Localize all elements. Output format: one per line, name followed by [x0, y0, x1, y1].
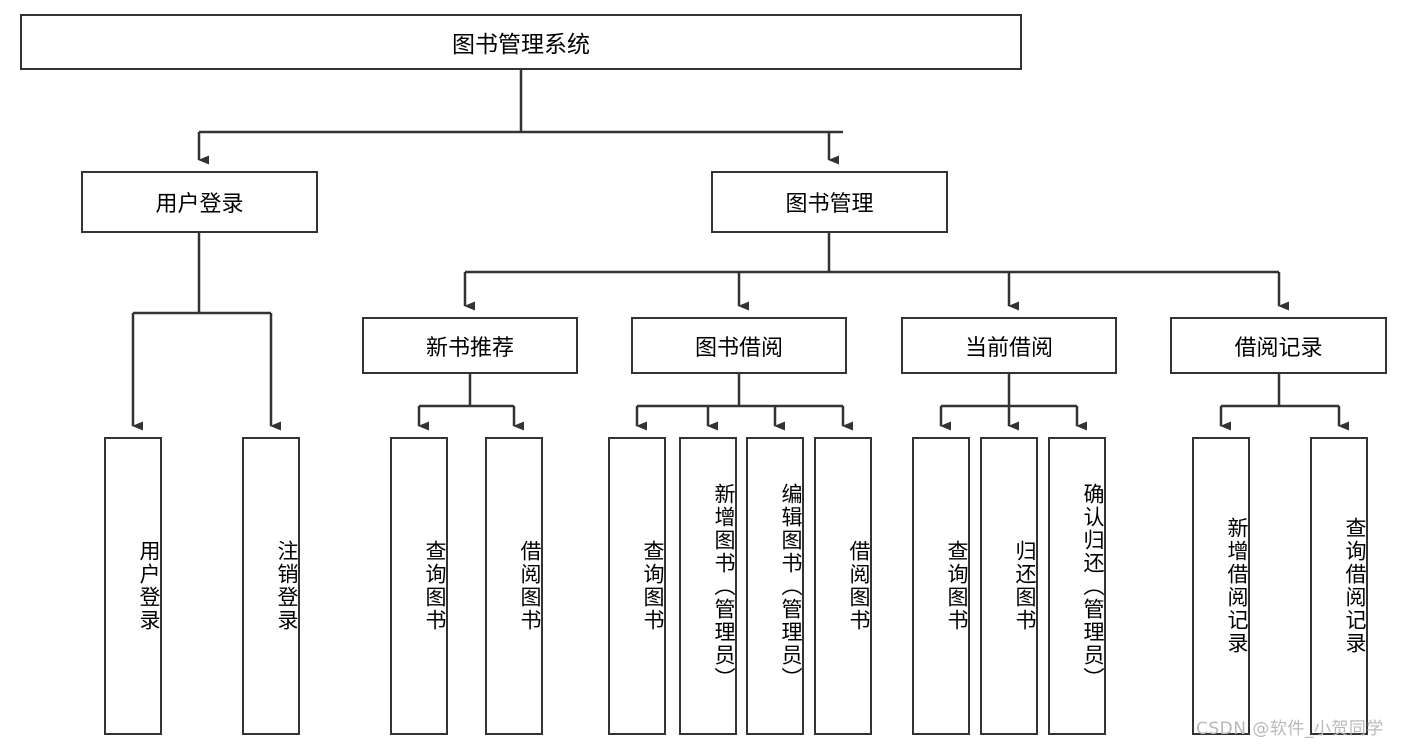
node-current-borrow[interactable]: 当前借阅 [901, 317, 1117, 374]
leaf-user-login-logout[interactable]: 注销登录 [242, 437, 300, 735]
leaf-borrow-query-book[interactable]: 查询图书 [608, 437, 666, 735]
node-borrow-record[interactable]: 借阅记录 [1170, 317, 1387, 374]
leaf-current-query-book[interactable]: 查询图书 [912, 437, 970, 735]
node-label: 当前借阅 [964, 335, 1053, 361]
leaf-current-confirm-return-admin[interactable]: 确认归还（管理员） [1048, 437, 1106, 735]
node-root-system[interactable]: 图书管理系统 [20, 14, 1022, 70]
node-label: 归还图书 [1013, 540, 1037, 632]
node-label: 确认归还（管理员） [1081, 482, 1105, 690]
node-label: 新增图书（管理员） [712, 482, 736, 690]
leaf-new-book-query[interactable]: 查询图书 [390, 437, 448, 735]
node-label: 图书管理 [785, 192, 874, 217]
node-label: 借阅图书 [518, 540, 542, 632]
node-user-login[interactable]: 用户登录 [81, 171, 318, 233]
node-label: 查询图书 [641, 540, 665, 632]
leaf-record-add-record[interactable]: 新增借阅记录 [1192, 437, 1250, 735]
node-label: 借阅图书 [847, 540, 871, 632]
watermark-text: CSDN @软件_小贺同学 [1196, 719, 1384, 739]
node-label: 图书借阅 [694, 335, 783, 361]
node-label: 查询图书 [423, 540, 447, 632]
leaf-borrow-edit-book-admin[interactable]: 编辑图书（管理员） [746, 437, 804, 735]
node-book-management[interactable]: 图书管理 [711, 171, 948, 233]
node-label: 新增借阅记录 [1225, 517, 1249, 655]
node-label: 新书推荐 [425, 335, 514, 361]
leaf-record-query-record[interactable]: 查询借阅记录 [1310, 437, 1368, 735]
node-new-book-recommend[interactable]: 新书推荐 [362, 317, 578, 374]
node-label: 注销登录 [275, 540, 299, 632]
leaf-new-book-borrow[interactable]: 借阅图书 [485, 437, 543, 735]
leaf-user-login-login[interactable]: 用户登录 [104, 437, 162, 735]
node-label: 用户登录 [155, 192, 244, 217]
node-label: 用户登录 [137, 540, 161, 632]
leaf-borrow-borrow-book[interactable]: 借阅图书 [814, 437, 872, 735]
node-label: 查询图书 [945, 540, 969, 632]
leaf-current-return-book[interactable]: 归还图书 [980, 437, 1038, 735]
csdn-watermark: CSDN @软件_小贺同学 [1196, 714, 1384, 739]
node-label: 图书管理系统 [452, 32, 590, 58]
leaf-borrow-add-book-admin[interactable]: 新增图书（管理员） [679, 437, 737, 735]
node-label: 编辑图书（管理员） [779, 482, 803, 690]
node-label: 借阅记录 [1234, 335, 1323, 361]
node-book-borrow[interactable]: 图书借阅 [631, 317, 847, 374]
node-label: 查询借阅记录 [1343, 517, 1367, 655]
